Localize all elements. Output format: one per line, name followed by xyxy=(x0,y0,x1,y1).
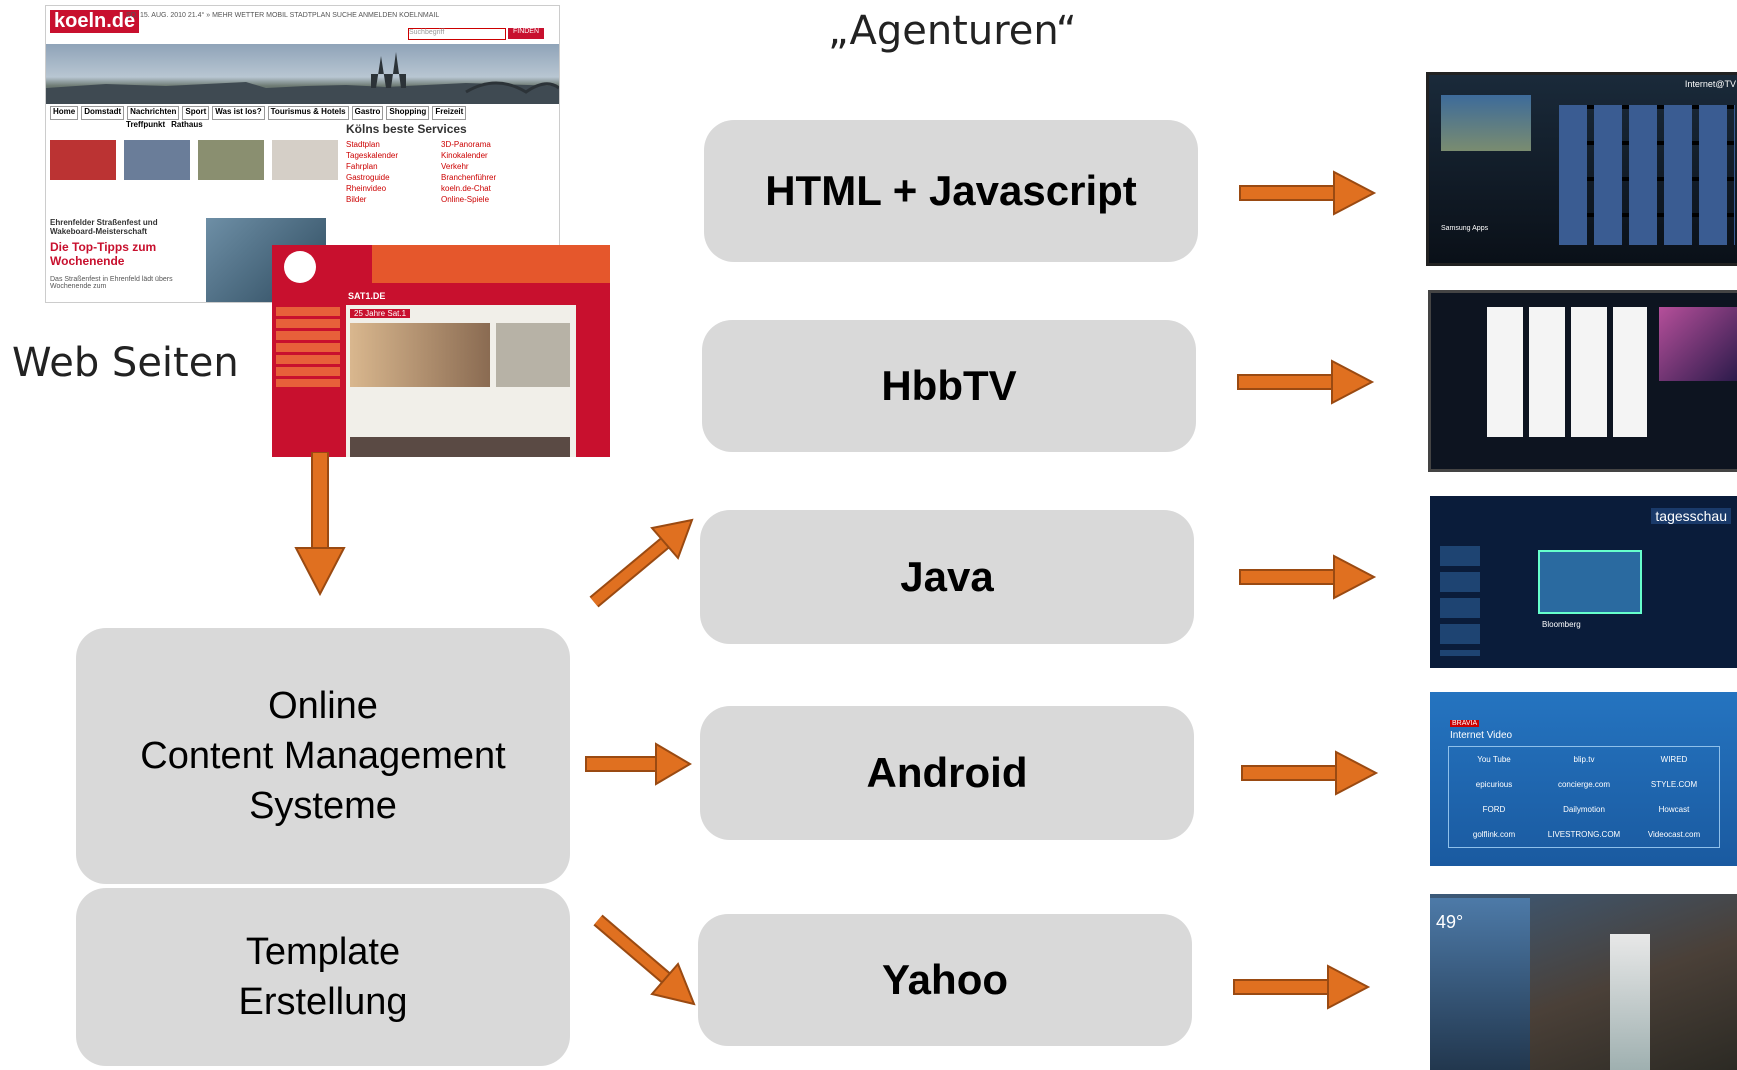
bloomberg-label: Bloomberg xyxy=(1542,620,1581,629)
koeln-service-link[interactable]: Fahrplan xyxy=(346,162,378,171)
tv-screenshot-hbbtv xyxy=(1428,290,1737,472)
koeln-service-link[interactable]: koeln.de-Chat xyxy=(441,184,491,193)
video-brand[interactable]: FORD xyxy=(1482,805,1506,814)
tagesschau-label: tagesschau xyxy=(1651,508,1731,524)
internet-video-label: Internet Video xyxy=(1450,730,1513,741)
internet-tv-label: Internet@TV xyxy=(1684,79,1736,89)
tv-screenshot-java: tagesschau Bloomberg xyxy=(1430,496,1737,668)
weather-temperature: 49° xyxy=(1436,912,1464,932)
tv-screenshot-samsung-internet-tv: Internet@TV Samsung Apps xyxy=(1426,72,1737,266)
koeln-logo: koeln.de xyxy=(50,10,140,33)
cms-box: Online Content Management Systeme xyxy=(76,628,570,884)
sat1-content-area: 25 Jahre Sat.1 xyxy=(346,305,576,457)
sat1-teaser-title: 25 Jahre Sat.1 xyxy=(350,309,411,318)
video-brand[interactable]: blip.tv xyxy=(1573,755,1595,764)
koeln-nav-item[interactable]: Sport xyxy=(182,106,210,120)
video-brand[interactable]: Howcast xyxy=(1658,805,1690,814)
sat1-ad-banner xyxy=(372,245,610,283)
arrow-html-to-tv xyxy=(1239,170,1377,216)
sat1-logo: SAT1.DE xyxy=(348,291,386,301)
koeln-skyline-image xyxy=(46,44,559,104)
video-brand[interactable]: STYLE.COM xyxy=(1650,780,1698,789)
page-title: „Agenturen“ xyxy=(828,8,1077,54)
sat1-teaser-image xyxy=(350,323,490,387)
video-brand[interactable]: concierge.com xyxy=(1557,780,1611,789)
template-box: Template Erstellung xyxy=(76,888,570,1066)
koeln-nav-item[interactable]: Home xyxy=(50,106,79,120)
sat1-teaser-image xyxy=(496,323,570,387)
koeln-service-link[interactable]: Online-Spiele xyxy=(441,195,490,204)
video-brand[interactable]: LIVESTRONG.COM xyxy=(1547,830,1621,839)
web-pages-label: Web Seiten xyxy=(12,340,239,386)
koeln-topbar: SO, 15. AUG. 2010 21.4° » MEHR WETTER MO… xyxy=(126,12,440,19)
koeln-service-link[interactable]: Kinokalender xyxy=(441,151,488,160)
koeln-nav-item[interactable]: Tourismus & Hotels xyxy=(267,106,349,120)
arrow-hbbtv-to-tv xyxy=(1237,359,1375,405)
tv-mountain-image xyxy=(1441,95,1531,151)
arrow-template-to-yahoo xyxy=(593,914,696,1006)
video-brand[interactable]: WIRED xyxy=(1660,755,1688,764)
video-brand[interactable]: Videocast.com xyxy=(1647,830,1701,839)
tv-screenshot-yahoo-widget: 49° xyxy=(1430,894,1737,1070)
koeln-service-link[interactable]: Rheinvideo xyxy=(346,184,387,193)
tv-side-thumbs xyxy=(1440,546,1480,656)
arrow-cms-to-java xyxy=(589,518,694,608)
platform-box-yahoo: Yahoo xyxy=(698,914,1192,1046)
koeln-nav-item[interactable]: Domstadt xyxy=(81,106,125,120)
video-brand[interactable]: epicurious xyxy=(1475,780,1513,789)
sat1-website-screenshot: SAT1.DE 25 Jahre Sat.1 xyxy=(272,245,610,457)
sat1-sidebar-menu xyxy=(276,307,340,387)
weather-widget: 49° xyxy=(1430,898,1530,1070)
koeln-services-title: Kölns beste Services xyxy=(346,122,467,136)
sat1-logo-icon xyxy=(284,251,316,283)
arrow-yahoo-to-tv xyxy=(1233,964,1371,1010)
koeln-headline-small: Ehrenfelder Straßenfest und Wakeboard-Me… xyxy=(50,218,158,236)
koeln-nav-item[interactable]: Gastro xyxy=(351,106,384,120)
video-brand[interactable]: Dailymotion xyxy=(1563,805,1605,814)
arrow-down-to-cms xyxy=(294,452,346,597)
koeln-search-button[interactable]: FINDEN xyxy=(508,28,544,39)
koeln-service-link[interactable]: Gastroguide xyxy=(346,173,390,182)
samsung-apps-label: Samsung Apps xyxy=(1441,225,1489,232)
koeln-nav-item[interactable]: Nachrichten xyxy=(127,106,180,120)
koeln-teaser-thumbs xyxy=(50,140,338,180)
koeln-search-input[interactable]: Suchbegriff xyxy=(408,28,506,40)
sat1-bottom-strip xyxy=(350,437,570,457)
koeln-service-link[interactable]: Verkehr xyxy=(441,162,469,171)
koeln-service-link[interactable]: Branchenführer xyxy=(441,173,497,182)
video-brand-grid: You Tube blip.tv WIRED epicurious concie… xyxy=(1448,746,1720,848)
koeln-service-link[interactable]: Tageskalender xyxy=(346,151,399,160)
platform-box-java: Java xyxy=(700,510,1194,644)
arrow-cms-to-android xyxy=(585,742,692,786)
koeln-nav: Home Domstadt Nachrichten Sport Was ist … xyxy=(50,106,555,120)
koeln-nav-row2: Treffpunkt Rathaus xyxy=(126,120,203,129)
tv-preview-image xyxy=(1659,307,1737,381)
tv-app-grid xyxy=(1559,105,1735,245)
arrow-java-to-tv xyxy=(1239,554,1377,600)
tv-center-video xyxy=(1538,550,1642,614)
koeln-nav-item[interactable]: Was ist los? xyxy=(212,106,265,120)
koeln-teaser-text: Das Straßenfest in Ehrenfeld lädt übers … xyxy=(50,276,173,290)
platform-box-html-javascript: HTML + Javascript xyxy=(704,120,1198,262)
koeln-nav-item[interactable]: Freizeit xyxy=(432,106,467,120)
waterfall-image xyxy=(1610,934,1650,1070)
video-brand[interactable]: You Tube xyxy=(1477,755,1511,764)
arrow-android-to-tv xyxy=(1241,750,1379,796)
koeln-nav-item[interactable]: Treffpunkt xyxy=(126,120,166,129)
tv-screenshot-android-bravia: BRAVIA Internet Video You Tube blip.tv W… xyxy=(1430,692,1737,866)
koeln-service-link[interactable]: Bilder xyxy=(346,195,367,204)
video-brand[interactable]: golflink.com xyxy=(1472,830,1516,839)
koeln-nav-item[interactable]: Shopping xyxy=(386,106,430,120)
koeln-website-screenshot: koeln.de SO, 15. AUG. 2010 21.4° » MEHR … xyxy=(45,5,560,303)
koeln-services-list: Stadtplan 3D-Panorama Tageskalender Kino… xyxy=(346,140,536,204)
koeln-headline[interactable]: Die Top-Tipps zum Wochenende xyxy=(50,240,157,268)
platform-box-android: Android xyxy=(700,706,1194,840)
koeln-service-link[interactable]: Stadtplan xyxy=(346,140,380,149)
koeln-nav-item[interactable]: Rathaus xyxy=(171,120,203,129)
koeln-service-link[interactable]: 3D-Panorama xyxy=(441,140,491,149)
bravia-label: BRAVIA xyxy=(1450,720,1480,727)
platform-box-hbbtv: HbbTV xyxy=(702,320,1196,452)
tv-app-grid xyxy=(1487,307,1647,437)
